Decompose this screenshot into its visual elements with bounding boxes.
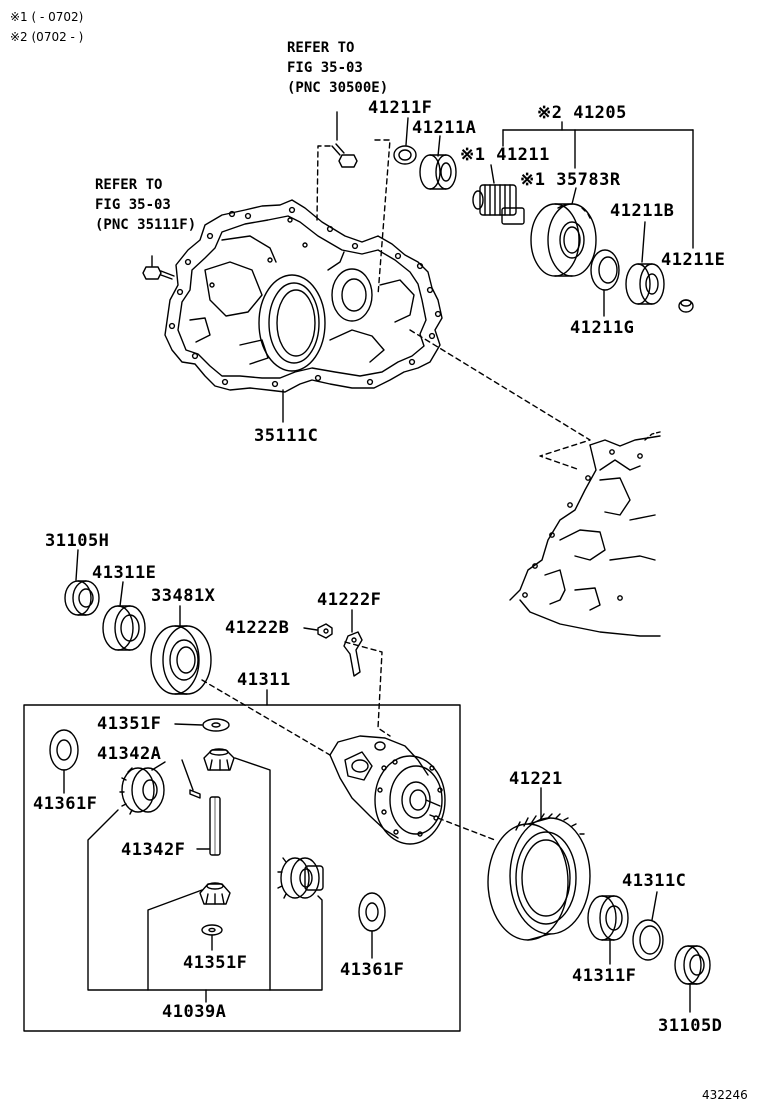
differential-case-41311 <box>329 735 446 845</box>
refer-line: REFER TO <box>95 177 163 193</box>
illustration-number: 432246 <box>702 1088 748 1102</box>
bracket-41039a <box>87 757 323 1003</box>
label-41311e: 41311E <box>92 563 157 583</box>
assembly-dashed-lines <box>201 139 591 841</box>
refer-line: FIG 35-03 <box>95 197 171 213</box>
leader-41211a <box>437 135 441 157</box>
leader-41211f-top <box>405 117 409 146</box>
ring-gear-41221 <box>487 813 591 941</box>
label-33481x: 33481X <box>151 586 216 606</box>
thrust-washer-41361f-right <box>358 892 386 932</box>
seal-41211g <box>590 249 620 291</box>
leader-41351f-top <box>174 723 203 726</box>
label-41342a: 41342A <box>97 744 162 764</box>
refer-block-35111f: REFER TO FIG 35-03 (PNC 35111F) <box>95 175 196 235</box>
transmission-case-partial <box>509 431 661 637</box>
plug-41211e <box>678 299 694 313</box>
lock-pin-41342a <box>189 789 201 799</box>
gear-35783r <box>530 203 597 277</box>
label-41211f-top: 41211F <box>368 98 433 118</box>
oil-seal-31105h <box>64 580 100 616</box>
transaxle-housing-35111c <box>164 199 443 393</box>
label-41361f-right: 41361F <box>340 960 405 980</box>
label-31105d: 31105D <box>658 1016 723 1036</box>
label-41211b: 41211B <box>610 201 675 221</box>
side-gear-left <box>119 767 165 815</box>
label-41211: ※1 41211 <box>460 145 550 165</box>
kit-frame-41039a <box>23 704 461 1032</box>
refer-line: (PNC 35111F) <box>95 217 197 233</box>
clip-41222f <box>343 631 363 677</box>
label-41361f-left: 41361F <box>33 794 98 814</box>
seal-33481x <box>150 625 212 695</box>
leader-41311e <box>119 581 124 607</box>
label-41351f-top: 41351F <box>97 714 162 734</box>
bearing-41311e <box>102 605 146 651</box>
note-1: ※1 ( - 0702) <box>10 10 84 24</box>
washer-41351f-bottom <box>201 924 223 936</box>
leader-31105h <box>75 549 79 581</box>
leader-pin-41342a <box>181 759 194 791</box>
bolt-top <box>331 143 358 168</box>
label-41211e: 41211E <box>661 250 726 270</box>
refer-line: REFER TO <box>287 40 355 56</box>
bracket-41205 <box>502 121 694 249</box>
leader-41211b <box>641 221 646 263</box>
leader-41311c <box>651 891 658 921</box>
note-2: ※2 (0702 - ) <box>10 30 84 44</box>
leader-35783r <box>571 187 577 205</box>
bolt-left <box>142 266 175 280</box>
label-41039a: 41039A <box>162 1002 227 1022</box>
label-41211a: 41211A <box>412 118 477 138</box>
refer-line: FIG 35-03 <box>287 60 363 76</box>
washer-41351f-top <box>202 718 230 732</box>
label-41342f: 41342F <box>121 840 186 860</box>
label-41221: 41221 <box>509 769 563 789</box>
pinion-gear-top <box>203 748 235 771</box>
leader-41222b <box>303 627 318 631</box>
leader-41342a <box>151 761 166 771</box>
bolt-41222b <box>317 623 333 639</box>
thrust-washer-41361f-left <box>49 729 79 771</box>
label-41211g: 41211G <box>570 318 635 338</box>
label-41222f: 41222F <box>317 590 382 610</box>
label-35111c: 35111C <box>254 426 319 446</box>
label-41311c: 41311C <box>622 871 687 891</box>
label-41311f: 41311F <box>572 966 637 986</box>
pinion-shaft-41342f <box>209 796 221 856</box>
seal-41211f-top <box>393 145 417 165</box>
refer-block-30500e: REFER TO FIG 35-03 (PNC 30500E) <box>287 38 388 98</box>
shim-41311c <box>632 919 664 961</box>
bearing-41311f <box>587 895 629 941</box>
label-31105h: 31105H <box>45 531 110 551</box>
refer-line: (PNC 30500E) <box>287 80 389 96</box>
label-41205: ※2 41205 <box>537 103 627 123</box>
bearing-41211b <box>625 263 665 305</box>
pinion-gear-lower <box>199 882 231 905</box>
label-41311: 41311 <box>237 670 291 690</box>
bearing-41211a <box>419 154 457 190</box>
label-41222b: 41222B <box>225 618 290 638</box>
label-35783r: ※1 35783R <box>520 170 621 190</box>
leader-41211 <box>490 164 495 184</box>
pinion-gear-41211 <box>472 184 525 225</box>
side-gear-right <box>277 857 324 899</box>
oil-seal-31105d <box>674 945 711 985</box>
label-41351f-bottom: 41351F <box>183 953 248 973</box>
